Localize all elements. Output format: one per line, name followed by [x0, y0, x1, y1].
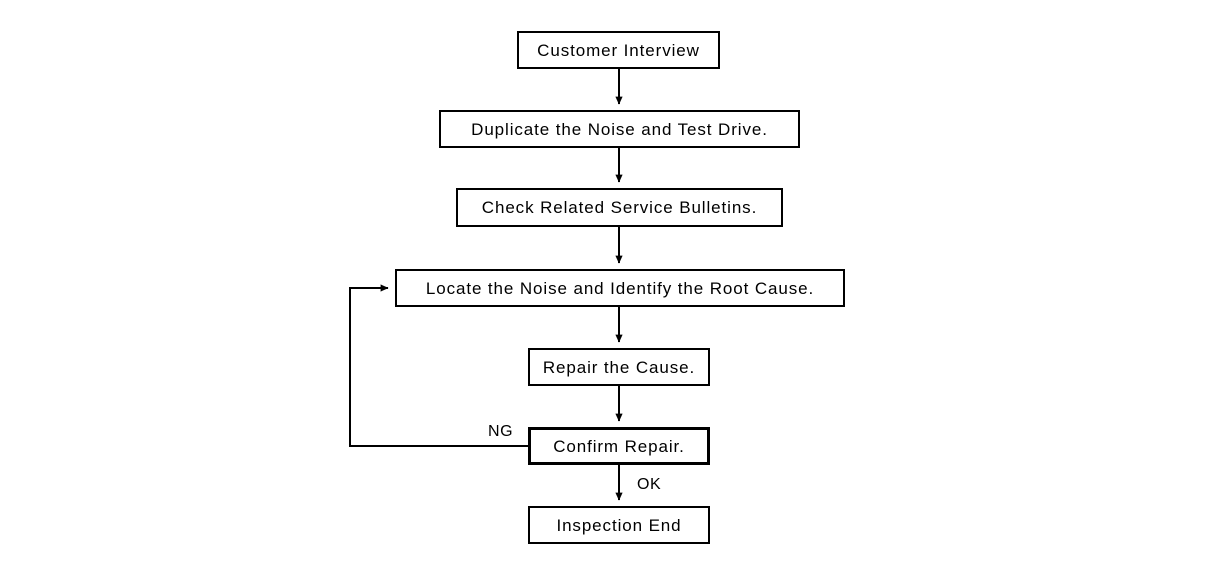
node-repair-cause[interactable]: Repair the Cause. [528, 348, 710, 386]
node-label: Repair the Cause. [542, 357, 696, 377]
node-inspection-end[interactable]: Inspection End [528, 506, 710, 544]
node-duplicate-noise[interactable]: Duplicate the Noise and Test Drive. [439, 110, 800, 148]
node-locate-noise[interactable]: Locate the Noise and Identify the Root C… [395, 269, 845, 307]
edge-label-ok: OK [637, 476, 662, 493]
node-check-bulletins[interactable]: Check Related Service Bulletins. [456, 188, 783, 227]
node-label: Confirm Repair. [553, 436, 685, 456]
node-label: Locate the Noise and Identify the Root C… [425, 278, 815, 298]
edge-label-ng: NG [488, 423, 514, 440]
node-label: Duplicate the Noise and Test Drive. [471, 119, 768, 139]
node-confirm-repair[interactable]: Confirm Repair. [528, 427, 710, 465]
node-label: Customer Interview [537, 40, 700, 60]
node-customer-interview[interactable]: Customer Interview [517, 31, 720, 69]
node-label: Check Related Service Bulletins. [481, 198, 758, 217]
node-label: Inspection End [556, 515, 682, 535]
